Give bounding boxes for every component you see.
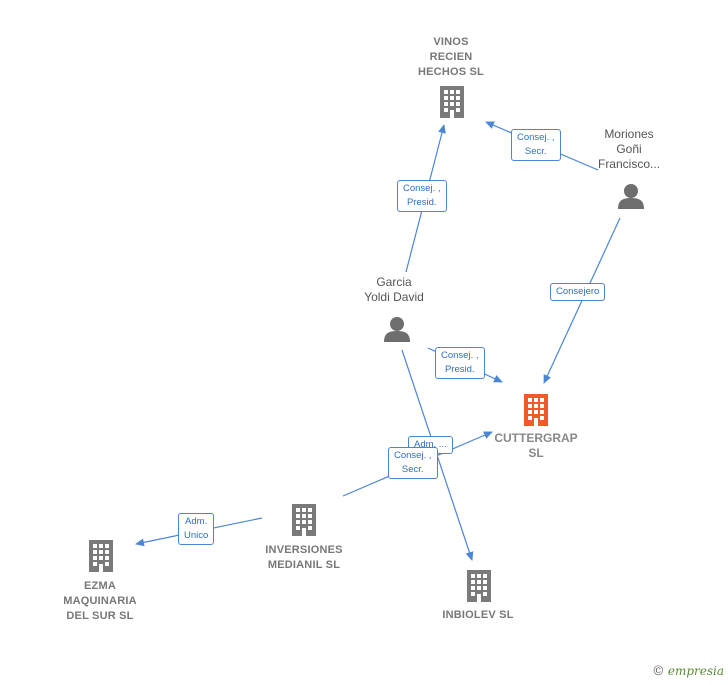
node-ezma-label[interactable]: EZMA MAQUINARIA DEL SUR SL <box>63 580 137 622</box>
moriones-person-icon[interactable] <box>618 184 644 209</box>
edge-label-inversiones-ezma: Adm. Unico <box>178 513 215 545</box>
cuttergrap-building-icon[interactable] <box>524 394 548 426</box>
garcia-person-icon[interactable] <box>384 317 410 342</box>
node-garcia-label[interactable]: Garcia Yoldi David <box>364 275 424 304</box>
edge-label-moriones-cutter: Consejero <box>550 283 606 301</box>
inbiolev-building-icon[interactable] <box>467 570 491 602</box>
node-vinos-label[interactable]: VINOS RECIEN HECHOS SL <box>418 36 484 78</box>
edge-label-moriones-vinos: Consej. , Secr. <box>511 129 561 161</box>
edge-label-inversiones-cutter: Consej. , Secr. <box>388 447 438 479</box>
node-inversiones-label[interactable]: INVERSIONES MEDIANIL SL <box>265 544 343 571</box>
copyright-icon: © <box>651 664 665 679</box>
node-cuttergrap-label[interactable]: CUTTERGRAP SL <box>494 431 578 460</box>
edge-label-garcia-vinos: Consej. , Presid. <box>397 180 447 212</box>
node-inbiolev-label[interactable]: INBIOLEV SL <box>442 609 514 621</box>
brand-name: empresia <box>667 664 724 678</box>
node-moriones-label[interactable]: Moriones Goñi Francisco... <box>597 127 660 171</box>
inversiones-building-icon[interactable] <box>292 504 316 536</box>
brand-logo[interactable]: ©empresia <box>652 664 724 679</box>
vinos-building-icon[interactable] <box>440 86 464 118</box>
ezma-building-icon[interactable] <box>89 540 113 572</box>
edge-label-garcia-cutter: Consej. , Presid. <box>435 347 485 379</box>
